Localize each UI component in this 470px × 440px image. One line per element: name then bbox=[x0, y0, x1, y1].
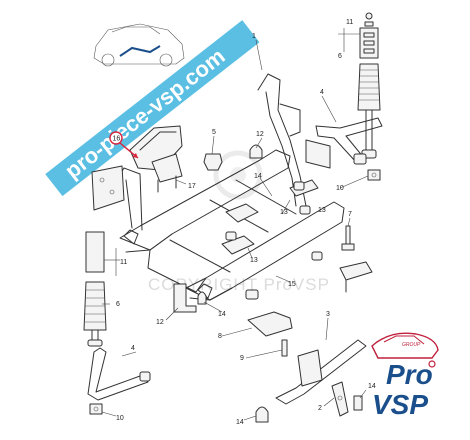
subframe-assembly bbox=[91, 73, 345, 301]
callout-14-c: 14 bbox=[236, 419, 244, 426]
callout-3: 3 bbox=[326, 311, 330, 318]
callout-6-lower: 6 bbox=[116, 301, 120, 308]
callout-14-d: 14 bbox=[368, 383, 376, 390]
bracket-part-15 bbox=[339, 261, 373, 293]
callout-14-b: 14 bbox=[218, 311, 226, 318]
callout-13-c: 13 bbox=[318, 207, 326, 214]
callout-12-lower: 12 bbox=[156, 319, 164, 326]
shock-absorber-upper bbox=[357, 12, 381, 159]
pin-part-9 bbox=[281, 339, 288, 357]
callout-6-upper: 6 bbox=[338, 53, 342, 60]
plate-part-8 bbox=[247, 311, 293, 337]
callout-16: 16 bbox=[113, 136, 121, 143]
bracket-part-10-lower bbox=[89, 403, 103, 415]
bumpstop-part-14-right bbox=[353, 395, 363, 411]
wishbone-upper bbox=[315, 117, 383, 165]
callout-14-a: 14 bbox=[254, 173, 262, 180]
bracket-part-2 bbox=[331, 381, 349, 417]
callout-8: 8 bbox=[218, 333, 222, 340]
shock-absorber-lower bbox=[83, 231, 107, 347]
bracket-part-17 bbox=[129, 125, 183, 193]
cap-part-12-upper bbox=[249, 144, 263, 159]
callout-7: 7 bbox=[348, 211, 352, 218]
callout-11-lower: 11 bbox=[120, 259, 127, 266]
arm-part-3 bbox=[275, 339, 367, 405]
callout-17: 17 bbox=[188, 183, 196, 190]
bumpstop-part-14-left bbox=[197, 291, 207, 305]
callout-13-a: 13 bbox=[280, 209, 288, 216]
callout-10-upper: 10 bbox=[336, 185, 344, 192]
logo-group-text: GROUP bbox=[402, 342, 421, 348]
bracket-part-10-upper bbox=[367, 169, 381, 181]
logo-vsp-text: VSP bbox=[372, 389, 428, 420]
callout-9: 9 bbox=[240, 355, 244, 362]
callout-4-upper: 4 bbox=[320, 89, 324, 96]
callout-12-upper: 12 bbox=[256, 131, 264, 138]
provsp-logo: GROUP Pro VSP bbox=[371, 332, 439, 420]
callout-1: 1 bbox=[252, 33, 256, 40]
logo-pro-text: Pro bbox=[386, 359, 433, 390]
callout-5: 5 bbox=[212, 129, 216, 136]
car-thumbnail bbox=[93, 23, 185, 67]
wishbone-lower bbox=[87, 347, 151, 401]
leader-lines bbox=[101, 33, 369, 421]
callout-10-lower: 10 bbox=[116, 415, 124, 422]
callout-11-upper: 11 bbox=[346, 19, 353, 26]
highlight-callout-16: 16 bbox=[109, 131, 139, 159]
callout-15: 15 bbox=[288, 281, 296, 288]
callout-labels: 1 2 3 4 4 5 6 6 7 8 9 10 10 11 11 12 12 … bbox=[116, 19, 376, 426]
callout-2: 2 bbox=[318, 405, 322, 412]
bumpstop-part-14-lower bbox=[255, 406, 269, 423]
bushing-part-5 bbox=[203, 153, 223, 171]
callout-4-lower: 4 bbox=[131, 345, 135, 352]
bolt-part-7 bbox=[341, 225, 355, 251]
callout-13-b: 13 bbox=[250, 257, 258, 264]
